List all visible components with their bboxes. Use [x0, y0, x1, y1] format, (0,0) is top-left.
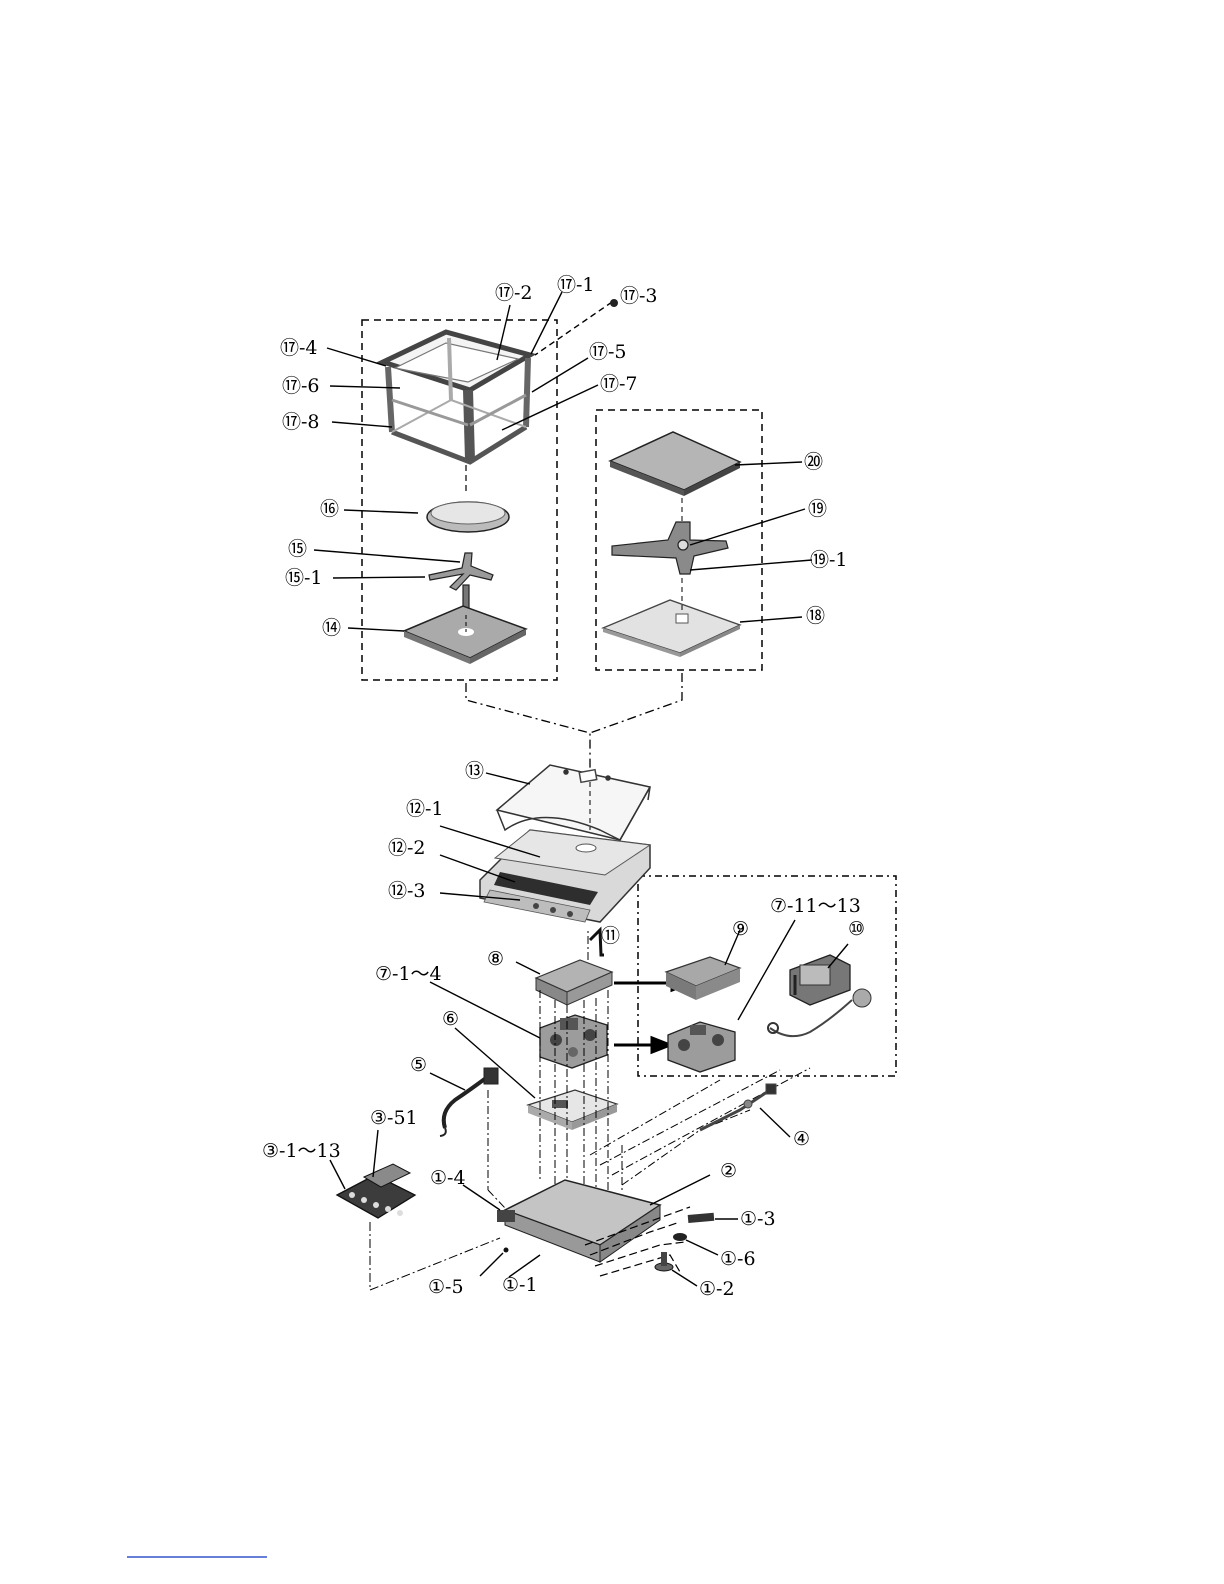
label-10: ⑩ [848, 920, 865, 939]
base-plate-square [404, 606, 526, 664]
cross-support-large [612, 522, 728, 574]
label-3-1-13: ③-1～13 [262, 1142, 341, 1161]
calibration-motor [790, 955, 871, 1007]
label-3-51: ③-51 [370, 1109, 418, 1128]
label-16: ⑯ [320, 500, 339, 519]
rubber-foot [673, 1233, 687, 1241]
label-12-2: ⑫-2 [388, 839, 426, 858]
round-pan [427, 502, 509, 532]
connector-draft-to-cover [466, 683, 590, 770]
draft-shield-frame [383, 332, 530, 462]
label-1-6: ①-6 [720, 1250, 756, 1269]
label-17-1: ⑰-1 [557, 276, 595, 295]
label-15-1: ⑮-1 [285, 569, 323, 588]
power-cable [440, 1068, 498, 1136]
connector-pan-to-cover [590, 673, 682, 733]
label-17-6: ⑰-6 [282, 377, 320, 396]
label-1-4: ①-4 [430, 1169, 466, 1188]
label-17-7: ⑰-7 [600, 375, 638, 394]
label-14: ⑭ [322, 619, 341, 638]
label-17-4: ⑰-4 [280, 339, 318, 358]
label-17-3: ⑰-3 [620, 287, 658, 306]
label-2: ② [720, 1162, 737, 1181]
screw-dot-17-3 [610, 299, 618, 307]
label-9: ⑨ [732, 920, 749, 939]
label-12-1: ⑫-1 [406, 800, 444, 819]
label-19: ⑲ [808, 500, 827, 519]
mechanism-cover-bracket [536, 960, 612, 1005]
balance-housing [480, 830, 650, 922]
weighing-mechanism [540, 1015, 607, 1068]
label-17-2: ⑰-2 [495, 284, 533, 303]
label-20: ⑳ [804, 453, 823, 472]
label-1-1: ①-1 [502, 1276, 538, 1295]
label-18: ⑱ [806, 607, 825, 626]
label-17-5: ⑰-5 [589, 343, 627, 362]
label-1-2: ①-2 [699, 1280, 735, 1299]
label-12-3: ⑫-3 [388, 882, 426, 901]
weighing-mechanism-alt [668, 1000, 852, 1072]
label-19-1: ⑲-1 [810, 551, 848, 570]
base-housing [497, 1180, 660, 1262]
label-11: ⑪ [601, 927, 620, 946]
base-plate-round-corner [603, 578, 740, 657]
display-pcb [337, 1164, 415, 1218]
label-7-1-4: ⑦-1～4 [375, 965, 442, 984]
label-1-3: ①-3 [740, 1210, 776, 1229]
inner-frame [528, 1090, 617, 1130]
label-1-5: ①-5 [428, 1278, 464, 1297]
adjustment-screw [688, 1213, 715, 1223]
breeze-cover [497, 765, 650, 840]
label-5: ⑤ [410, 1056, 427, 1075]
label-4: ④ [793, 1130, 810, 1149]
label-13: ⑬ [465, 762, 484, 781]
label-7-11-13: ⑦-11～13 [770, 897, 861, 916]
label-8: ⑧ [487, 950, 504, 969]
mechanism-cover-bracket-alt [666, 957, 740, 1000]
label-17-8: ⑰-8 [282, 413, 320, 432]
cross-support-small [429, 553, 493, 613]
label-15: ⑮ [288, 540, 307, 559]
square-pan [610, 432, 740, 496]
sensor-cable [700, 1084, 776, 1130]
label-6: ⑥ [442, 1010, 459, 1029]
